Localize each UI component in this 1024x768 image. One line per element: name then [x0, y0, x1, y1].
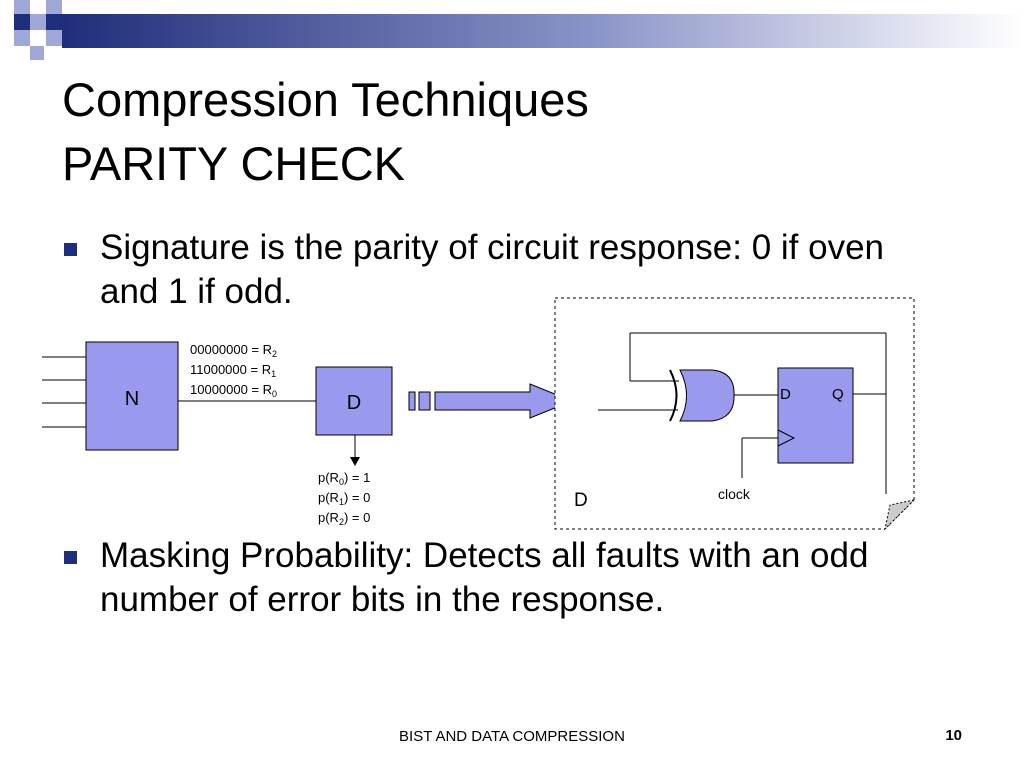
- decor-square: [0, 16, 14, 30]
- parity-label: p(R0) = 1: [318, 470, 370, 487]
- ff-d-label: D: [780, 386, 791, 403]
- response-label: 10000000 = R0: [190, 382, 277, 399]
- decor-square: [30, 46, 44, 60]
- arrow-stripe: [418, 391, 431, 411]
- header-decoration: [0, 0, 1024, 60]
- decor-square: [46, 0, 62, 16]
- slide-title: Compression Techniques PARITY CHECK: [62, 68, 589, 196]
- header-gradient-bar: [62, 14, 1024, 48]
- decor-square: [30, 30, 46, 46]
- page-number: 10: [945, 727, 962, 744]
- decor-square: [46, 30, 62, 46]
- detail-d-label: D: [574, 490, 588, 511]
- decor-square: [14, 30, 30, 46]
- bullet-square-icon: [64, 551, 77, 564]
- arrow-down-icon: [350, 457, 360, 466]
- ff-q-label: Q: [832, 386, 844, 403]
- detail-box: [554, 297, 915, 530]
- bullet-text: Masking Probability: Detects all faults …: [100, 536, 869, 619]
- decor-square: [14, 14, 30, 30]
- parity-label: p(R1) = 0: [318, 490, 370, 507]
- response-label: 11000000 = R1: [190, 362, 276, 379]
- bullet-square-icon: [64, 243, 77, 256]
- decor-square: [30, 0, 46, 16]
- decor-square: [30, 14, 46, 30]
- folded-corner: [884, 499, 916, 531]
- decor-square: [46, 14, 62, 30]
- flip-flop: [777, 367, 854, 464]
- footer-title: BIST AND DATA COMPRESSION: [399, 728, 625, 745]
- circuit-block-n: [85, 341, 179, 451]
- xor-gate-back-arc: [669, 369, 678, 422]
- title-line-2: PARITY CHECK: [62, 137, 405, 190]
- parity-block-d: [315, 366, 393, 436]
- block-n-label: N: [125, 388, 139, 410]
- arrow-stripe: [408, 391, 416, 411]
- parity-label: p(R2) = 0: [318, 510, 370, 527]
- response-label: 00000000 = R2: [190, 342, 277, 359]
- clock-label: clock: [718, 486, 751, 502]
- title-line-1: Compression Techniques: [62, 73, 589, 126]
- xor-gate: [679, 369, 735, 422]
- block-d-label: D: [347, 392, 361, 414]
- decor-square: [14, 0, 30, 16]
- zoom-arrow-icon: [434, 383, 574, 419]
- clock-triangle-icon: [777, 429, 796, 447]
- bullet-text: Signature is the parity of circuit respo…: [100, 228, 885, 311]
